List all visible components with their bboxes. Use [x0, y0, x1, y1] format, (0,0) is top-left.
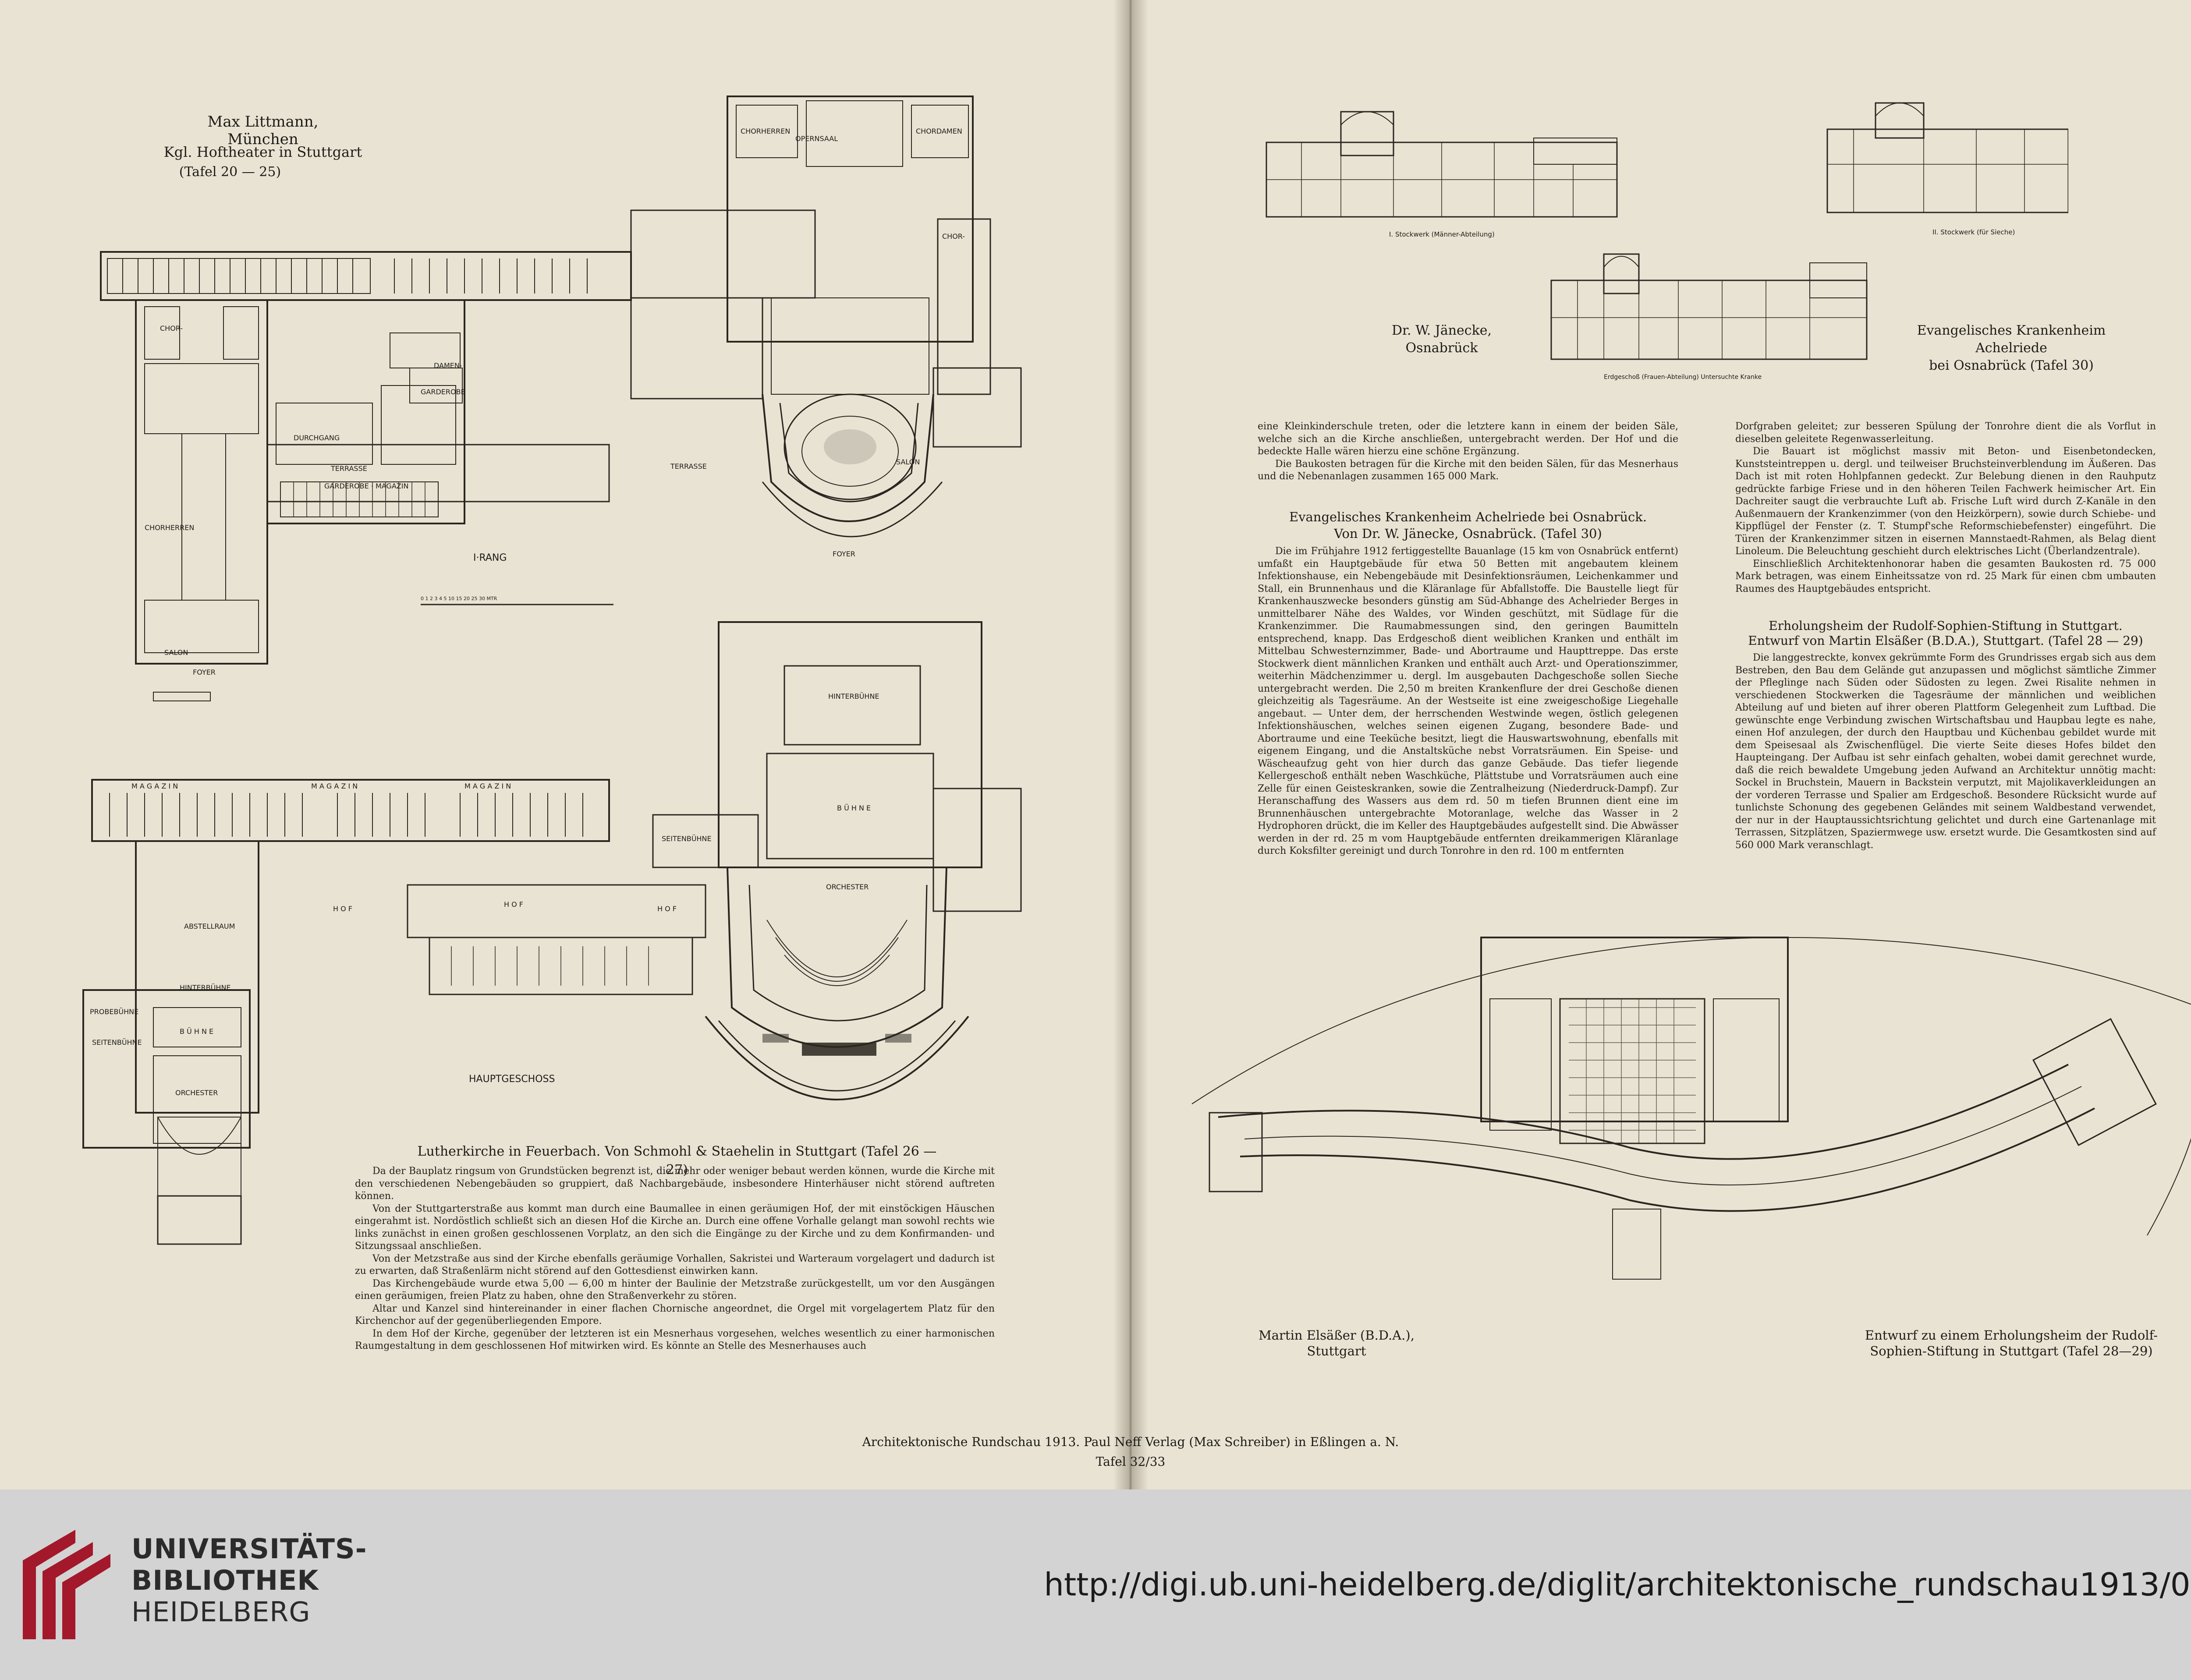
project-krankenheim: Evangelisches Krankenheim Achelriede bei… — [1880, 322, 2143, 375]
svg-text:PROBEBÜHNE: PROBEBÜHNE — [90, 1008, 138, 1016]
svg-text:DURCHGANG: DURCHGANG — [294, 434, 340, 442]
project-line: bei Osnabrück (Tafel 30) — [1929, 358, 2094, 373]
svg-text:B Ü H N E: B Ü H N E — [180, 1027, 213, 1036]
scale-label: 0 1 2 3 4 5 10 15 20 25 30 MTR — [421, 596, 497, 601]
paragraph: Einschließlich Architektenhonorar haben … — [1735, 558, 2156, 594]
library-footer-bar: UNIVERSITÄTS- BIBLIOTHEK HEIDELBERG http… — [0, 1489, 2191, 1680]
paragraph: Das Kirchengebäude wurde etwa 5,00 — 6,0… — [355, 1278, 995, 1302]
footer-plate-number: Tafel 32/33 — [1096, 1454, 1166, 1469]
caption-ground-floor: Erdgeschoß (Frauen-Abteilung) Untersucht… — [1604, 374, 1762, 381]
hospital-plan-ground-floor: Erdgeschoß (Frauen-Abteilung) Untersucht… — [1547, 245, 1880, 403]
svg-text:ORCHESTER: ORCHESTER — [175, 1089, 218, 1097]
svg-text:FOYER: FOYER — [193, 668, 216, 676]
svg-text:M A G A Z I N: M A G A Z I N — [464, 782, 511, 790]
erholungsheim-plan — [1183, 911, 2191, 1340]
column-left-body: Die im Frühjahre 1912 fertiggestellte Ba… — [1258, 545, 1678, 858]
svg-text:SEITENBÜHNE: SEITENBÜHNE — [662, 835, 712, 843]
svg-text:SEITENBÜHNE: SEITENBÜHNE — [92, 1038, 142, 1047]
paragraph: Dorfgraben geleitet; zur besseren Spülun… — [1735, 421, 2156, 445]
svg-text:CHOR-: CHOR- — [160, 324, 183, 332]
caption-line: Sophien-Stiftung in Stuttgart (Tafel 28—… — [1870, 1344, 2153, 1358]
svg-text:HINTERBÜHNE: HINTERBÜHNE — [828, 692, 879, 700]
plan-label-i-rang: I·RANG — [473, 552, 507, 563]
architect-line: Martin Elsäßer (B.D.A.), — [1259, 1328, 1415, 1343]
svg-text:HINTERBÜHNE: HINTERBÜHNE — [180, 983, 231, 992]
footer-publisher: Architektonische Rundschau 1913. Paul Ne… — [862, 1435, 1399, 1449]
svg-text:FOYER: FOYER — [833, 550, 855, 558]
architect-line: Dr. W. Jänecke, — [1391, 323, 1492, 338]
page-spread: Max Littmann, München Kgl. Hoftheater in… — [0, 0, 2191, 1489]
paragraph: Die langgestreckte, konvex gekrümmte For… — [1735, 652, 2156, 851]
column-right: Dorfgraben geleitet; zur besseren Spülun… — [1735, 421, 2156, 595]
caption-erholungsheim: Entwurf zu einem Erholungsheim der Rudol… — [1854, 1327, 2169, 1359]
theatre-plan-ground: M A G A Z I N M A G A Z I N M A G A Z I … — [66, 613, 1039, 1279]
caption-first-floor: I. Stockwerk (Männer-Abteilung) — [1389, 230, 1495, 238]
library-logo-icon[interactable] — [23, 1530, 117, 1639]
section-title-erholungsheim: Erholungsheim der Rudolf-Sophien-Stiftun… — [1748, 619, 2143, 648]
paragraph: Von der Stuttgarterstraße aus kommt man … — [355, 1203, 995, 1252]
paragraph: Die Baukosten betragen für die Kirche mi… — [1258, 458, 1678, 482]
source-url-link[interactable]: http://digi.ub.uni-heidelberg.de/diglit/… — [1044, 1566, 2191, 1603]
library-name-line: BIBLIOTHEK — [131, 1564, 319, 1596]
svg-text:H O F: H O F — [657, 905, 677, 913]
svg-text:OPERNSAAL: OPERNSAAL — [795, 134, 838, 143]
plate-reference: (Tafel 20 — 25) — [179, 164, 281, 180]
svg-text:CHOR-: CHOR- — [942, 232, 965, 241]
svg-text:ABSTELLRAUM: ABSTELLRAUM — [184, 922, 235, 930]
section-title-krankenheim: Evangelisches Krankenheim Achelriede bei… — [1289, 509, 1647, 524]
project-line: Evangelisches Krankenheim Achelriede — [1917, 323, 2106, 356]
svg-text:CHORHERREN: CHORHERREN — [741, 127, 790, 135]
architect-name: Max Littmann, München — [207, 113, 319, 148]
svg-text:H O F: H O F — [504, 900, 523, 909]
paragraph: Von der Metzstraße aus sind der Kirche e… — [355, 1253, 995, 1277]
svg-text:H O F: H O F — [333, 905, 352, 913]
library-name-line: UNIVERSITÄTS- — [131, 1533, 367, 1565]
plan-label-hauptgeschoss: HAUPTGESCHOSS — [469, 1074, 555, 1085]
paragraph: Die im Frühjahre 1912 fertiggestellte Ba… — [1258, 546, 1678, 856]
architect-line: Stuttgart — [1307, 1344, 1366, 1358]
paragraph: eine Kleinkinderschule treten, oder die … — [1258, 421, 1678, 457]
paragraph: Altar und Kanzel sind hintereinander in … — [355, 1303, 995, 1327]
svg-text:CHORDAMEN: CHORDAMEN — [916, 127, 962, 135]
architect-elsaesser: Martin Elsäßer (B.D.A.), Stuttgart — [1253, 1327, 1420, 1359]
svg-text:DAMEN-: DAMEN- — [434, 361, 462, 370]
svg-text:GARDEROBE · MAGAZIN: GARDEROBE · MAGAZIN — [324, 482, 408, 490]
svg-text:SALON: SALON — [164, 648, 188, 657]
column-left: eine Kleinkinderschule treten, oder die … — [1258, 421, 1678, 483]
right-page — [1139, 0, 2191, 1489]
svg-text:CHORHERREN: CHORHERREN — [145, 523, 194, 532]
library-name-line: HEIDELBERG — [131, 1596, 311, 1628]
theatre-plan-upper: OPERNSAAL CHORHERREN CHORDAMEN CHOR- DAM… — [88, 88, 1030, 718]
project-title: Kgl. Hoftheater in Stuttgart — [163, 144, 362, 160]
section-subtitle-krankenheim: Von Dr. W. Jänecke, Osnabrück. (Tafel 30… — [1334, 526, 1602, 541]
svg-text:ORCHESTER: ORCHESTER — [826, 883, 869, 891]
paragraph: In dem Hof der Kirche, gegenüber der let… — [355, 1328, 995, 1352]
left-page — [0, 0, 1126, 1489]
svg-text:B Ü H N E: B Ü H N E — [837, 804, 871, 812]
svg-text:M A G A Z I N: M A G A Z I N — [311, 782, 358, 790]
architect-line: Osnabrück — [1405, 340, 1478, 356]
column-right-body: Die langgestreckte, konvex gekrümmte For… — [1735, 652, 2156, 852]
hospital-plan-first-floor: I. Stockwerk (Männer-Abteilung) II. Stoc… — [1258, 85, 2068, 269]
svg-text:TERRASSE: TERRASSE — [670, 462, 707, 470]
library-name[interactable]: UNIVERSITÄTS- BIBLIOTHEK HEIDELBERG — [131, 1533, 367, 1628]
svg-text:GARDEROBE: GARDEROBE — [421, 388, 465, 396]
article-body-lutherkirche: Da der Bauplatz ringsum von Grundstücken… — [355, 1165, 995, 1353]
svg-text:TERRASSE: TERRASSE — [330, 464, 367, 473]
article-title-lutherkirche: Lutherkirche in Feuerbach. Von Schmohl &… — [417, 1144, 937, 1178]
caption-second-floor: II. Stockwerk (für Sieche) — [1932, 228, 2015, 236]
paragraph: Die Bauart ist möglichst massiv mit Beto… — [1735, 446, 2156, 557]
book-gutter — [1113, 0, 1148, 1489]
svg-text:M A G A Z I N: M A G A Z I N — [131, 782, 178, 790]
caption-line: Entwurf zu einem Erholungsheim der Rudol… — [1865, 1328, 2158, 1343]
svg-text:SALON: SALON — [896, 458, 920, 466]
paragraph: Da der Bauplatz ringsum von Grundstücken… — [355, 1166, 995, 1202]
architect-jaenecke: Dr. W. Jänecke, Osnabrück — [1376, 322, 1507, 357]
